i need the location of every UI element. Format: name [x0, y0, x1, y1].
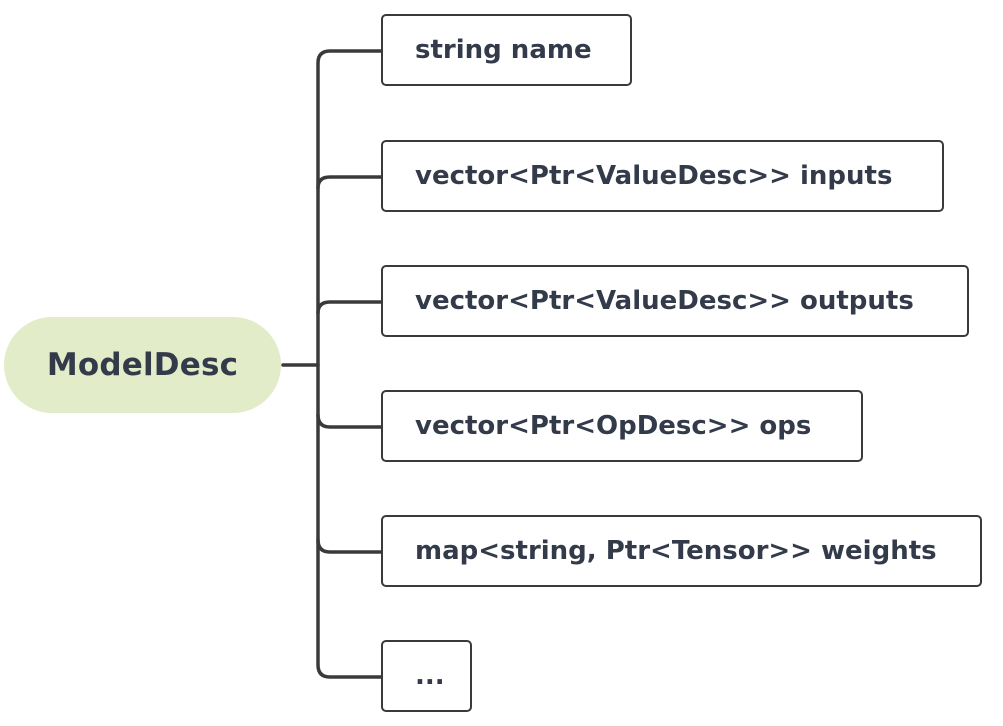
field-label-weights: map<string, Ptr<Tensor>> weights [415, 536, 937, 566]
field-box-outputs: vector<Ptr<ValueDesc>> outputs [381, 265, 969, 337]
root-node-label: ModelDesc [46, 347, 239, 383]
field-label-outputs: vector<Ptr<ValueDesc>> outputs [415, 286, 914, 316]
branch-outputs [316, 300, 383, 315]
field-box-inputs: vector<Ptr<ValueDesc>> inputs [381, 140, 944, 212]
field-box-ops: vector<Ptr<OpDesc>> ops [381, 390, 863, 462]
branch-weights [316, 538, 383, 554]
root-node-modeldesc: ModelDesc [4, 317, 281, 413]
field-box-name: string name [381, 14, 632, 86]
field-label-name: string name [415, 35, 592, 65]
branch-ops [316, 413, 383, 429]
field-label-inputs: vector<Ptr<ValueDesc>> inputs [415, 161, 893, 191]
field-label-more: ... [415, 661, 445, 691]
field-box-weights: map<string, Ptr<Tensor>> weights [381, 515, 982, 587]
field-box-more: ... [381, 640, 472, 712]
connector-trunk [316, 49, 383, 679]
branch-inputs [316, 175, 383, 190]
field-label-ops: vector<Ptr<OpDesc>> ops [415, 411, 812, 441]
